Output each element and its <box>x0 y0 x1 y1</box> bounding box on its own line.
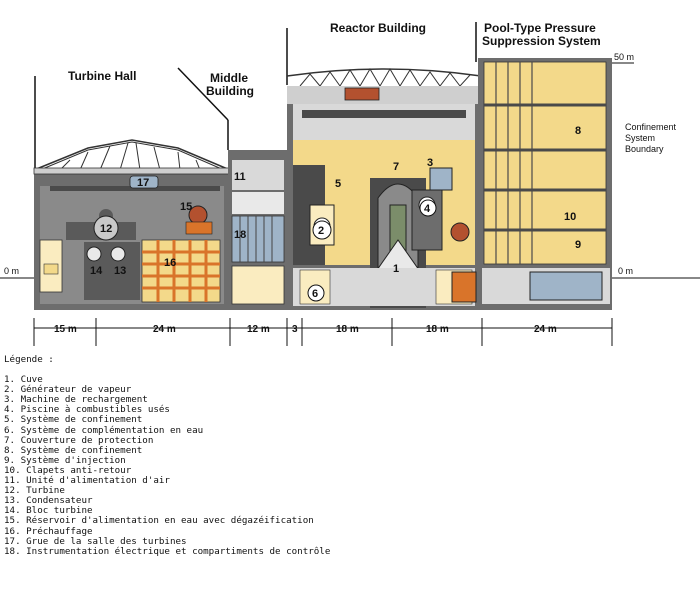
legend-item-18[interactable]: 18. Instrumentation électrique et compar… <box>4 545 334 557</box>
legend-item-6: 6. Système de complémentation en eau <box>4 424 204 436</box>
middle-building <box>228 150 288 310</box>
legend-item-18-text: 18. Instrumentation électrique et compar… <box>4 545 331 557</box>
pool-type-label-2: Suppression System <box>482 34 601 48</box>
callout-14: 14 <box>90 265 103 277</box>
callout-17: 17 <box>137 177 149 189</box>
legend-item-11: 11. Unité d'alimentation d'air <box>4 475 170 487</box>
callout-15: 15 <box>180 201 192 213</box>
callout-9: 9 <box>575 239 581 251</box>
confinement-label-3: Boundary <box>625 144 664 154</box>
legend-item-2: 2. Générateur de vapeur <box>4 384 132 396</box>
legend-item-17: 17. Grue de la salle des turbines <box>4 535 187 547</box>
reactor-cross-section-diagram: Turbine Hall Middle Building Reactor Bui… <box>0 21 700 346</box>
callout-16: 16 <box>164 257 176 269</box>
dim-18m-2: 18 m <box>426 324 449 335</box>
callout-18: 18 <box>234 229 246 241</box>
dim-24m-1: 24 m <box>153 324 176 335</box>
dim-12m: 12 m <box>247 324 270 335</box>
dim-3: 3 <box>292 324 298 335</box>
pool-type-label-1: Pool-Type Pressure <box>484 21 596 35</box>
callout-12: 12 <box>100 223 112 235</box>
turbine-hall-label: Turbine Hall <box>68 69 136 83</box>
legend-title: Légende : <box>4 354 54 365</box>
legend-item-8: 8. Système de confinement <box>4 444 143 456</box>
legend-item-16: 16. Préchauffage <box>4 525 93 537</box>
turbine-hall <box>33 139 231 310</box>
callout-4: 4 <box>424 203 431 215</box>
callout-11: 11 <box>234 171 246 183</box>
middle-building-label-2: Building <box>206 84 254 98</box>
confinement-label-2: System <box>625 133 655 143</box>
level-0m-left: 0 m <box>4 266 19 276</box>
callout-8: 8 <box>575 125 581 137</box>
middle-building-label-1: Middle <box>210 71 248 85</box>
confinement-label-1: Confinement <box>625 122 677 132</box>
legend-item-12: 12. Turbine <box>4 485 65 497</box>
callout-10: 10 <box>564 211 576 223</box>
callout-numbers: 1 2 3 4 5 6 7 8 9 10 11 12 13 14 15 16 1… <box>90 125 581 302</box>
callout-5: 5 <box>335 178 341 190</box>
legend-item-1: 1. Cuve <box>4 374 43 386</box>
suppression-system <box>451 58 612 310</box>
legend-item-4: 4. Piscine à combustibles usés <box>4 404 170 416</box>
callout-13: 13 <box>114 265 126 277</box>
legend-item-9: 9. Système d'injection <box>4 454 126 466</box>
legend-item-10: 10. Clapets anti-retour <box>4 464 132 476</box>
level-50m: 50 m <box>614 52 634 62</box>
dim-24m-2: 24 m <box>534 324 557 335</box>
dim-15m: 15 m <box>54 324 77 335</box>
reactor-building-label: Reactor Building <box>330 21 426 35</box>
legend-item-15: 15. Réservoir d'alimentation en eau avec… <box>4 515 314 527</box>
legend-item-13: 13. Condensateur <box>4 495 93 507</box>
legend-item-3: 3. Machine de rechargement <box>4 394 148 406</box>
dim-18m-1: 18 m <box>336 324 359 335</box>
callout-3: 3 <box>427 157 433 169</box>
callout-7: 7 <box>393 161 399 173</box>
level-0m-right: 0 m <box>618 266 633 276</box>
legend-item-14: 14. Bloc turbine <box>4 505 93 517</box>
legend-item-5: 5. Système de confinement <box>4 414 143 426</box>
callout-6: 6 <box>312 288 318 300</box>
reactor-building <box>286 68 482 310</box>
callout-1: 1 <box>393 263 399 275</box>
callout-2: 2 <box>318 225 324 237</box>
legend: Légende : 1. Cuve 2. Générateur de vapeu… <box>4 354 334 557</box>
legend-item-7: 7. Couverture de protection <box>4 434 154 446</box>
dimension-bar: 15 m 24 m 12 m 3 18 m 18 m 24 m <box>33 318 613 346</box>
